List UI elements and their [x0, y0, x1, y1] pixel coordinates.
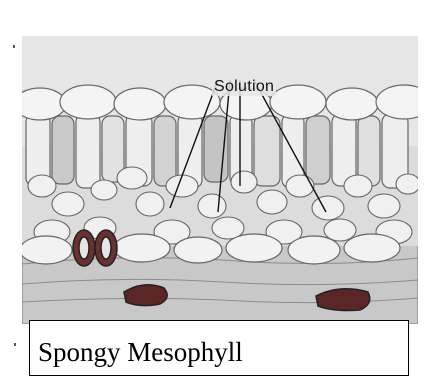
scan-mark: [13, 45, 15, 48]
caption-text: Spongy Mesophyll: [38, 337, 243, 368]
leaf-cross-section-figure: Solution: [22, 36, 418, 324]
solution-label: Solution: [212, 78, 276, 96]
caption-box: Spongy Mesophyll: [29, 320, 409, 376]
scan-mark: [14, 343, 16, 346]
